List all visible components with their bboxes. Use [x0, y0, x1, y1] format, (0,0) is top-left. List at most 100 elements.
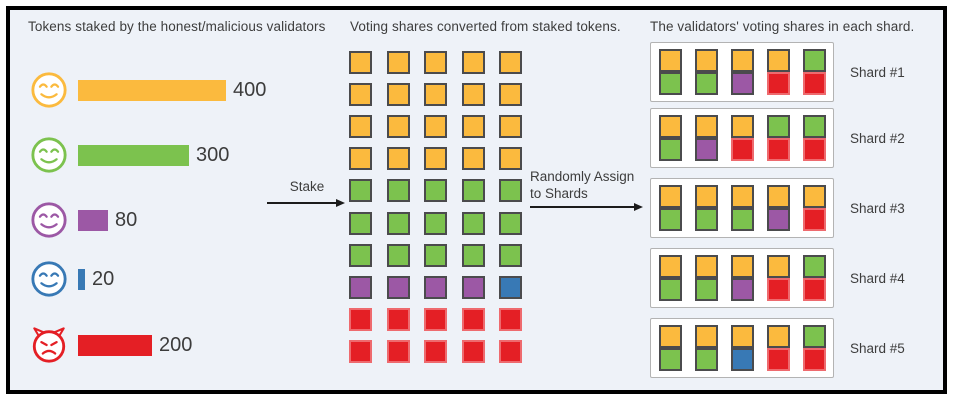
- shard-square-orange: [659, 185, 682, 208]
- shard-square-red: [803, 348, 826, 371]
- voting-share-square-green: [424, 179, 447, 202]
- shard-square-stack: [767, 185, 790, 231]
- voting-share-square-red: [387, 308, 410, 331]
- shard-box: [650, 178, 834, 238]
- voting-share-square-red: [349, 340, 372, 363]
- voting-share-square-green: [349, 212, 372, 235]
- voting-share-square-orange: [499, 51, 522, 74]
- shard-square-stack: [767, 115, 790, 161]
- voting-share-square-green: [424, 212, 447, 235]
- left-panel-title: Tokens staked by the honest/malicious va…: [28, 19, 326, 34]
- shard-square-green: [803, 325, 826, 348]
- shard-square-orange: [731, 325, 754, 348]
- voting-share-square-green: [387, 244, 410, 267]
- smiley-face-icon: [30, 136, 68, 174]
- smiley-face-icon: [30, 71, 68, 109]
- shard-square-orange: [695, 255, 718, 278]
- voting-share-square-orange: [424, 147, 447, 170]
- shard-square-stack: [659, 49, 682, 95]
- shard-label: Shard #1: [850, 64, 905, 80]
- assign-arrow-label-line2: to Shards: [530, 186, 588, 201]
- voting-share-square-orange: [499, 147, 522, 170]
- shard-square-stack: [695, 115, 718, 161]
- voting-share-square-orange: [462, 115, 485, 138]
- voting-share-square-purple: [349, 276, 372, 299]
- voting-share-square-green: [349, 179, 372, 202]
- voting-shares-grid: [349, 51, 549, 371]
- shard-square-stack: [731, 185, 754, 231]
- voting-share-square-orange: [349, 115, 372, 138]
- voting-share-square-orange: [349, 83, 372, 106]
- shard-box: [650, 108, 834, 168]
- shard-square-orange: [767, 255, 790, 278]
- voting-share-square-red: [349, 308, 372, 331]
- shard-square-orange: [659, 115, 682, 138]
- stake-bar: [78, 79, 226, 101]
- shard-square-purple: [767, 208, 790, 231]
- voting-share-square-green: [462, 212, 485, 235]
- voting-share-square-green: [424, 244, 447, 267]
- shard-square-orange: [767, 325, 790, 348]
- shard-square-green: [659, 72, 682, 95]
- shard-square-stack: [767, 325, 790, 371]
- stake-bar: [78, 209, 108, 231]
- shard-square-stack: [803, 115, 826, 161]
- shard-square-purple: [695, 138, 718, 161]
- voting-share-square-purple: [462, 276, 485, 299]
- shard-square-green: [767, 115, 790, 138]
- shard-square-orange: [695, 115, 718, 138]
- shard-square-purple: [731, 72, 754, 95]
- shard-square-red: [803, 138, 826, 161]
- shard-square-stack: [767, 49, 790, 95]
- shard-square-stack: [659, 115, 682, 161]
- shard-square-orange: [659, 255, 682, 278]
- shard-square-orange: [695, 325, 718, 348]
- voting-share-square-red: [462, 308, 485, 331]
- smiley-face-icon: [30, 201, 68, 239]
- shard-square-green: [731, 208, 754, 231]
- shard-square-stack: [659, 185, 682, 231]
- shard-square-stack: [803, 185, 826, 231]
- shard-square-stack: [767, 255, 790, 301]
- assign-arrow-label-line1: Randomly Assign: [530, 169, 635, 184]
- shard-square-green: [695, 72, 718, 95]
- shard-square-red: [803, 208, 826, 231]
- voting-share-square-orange: [424, 115, 447, 138]
- validator-row: 300: [30, 135, 229, 175]
- shard-square-stack: [731, 255, 754, 301]
- shard-square-red: [803, 72, 826, 95]
- voting-share-square-blue: [499, 276, 522, 299]
- shard-square-red: [803, 278, 826, 301]
- shard-square-green: [659, 348, 682, 371]
- smiley-face-icon: [30, 260, 68, 298]
- stake-value: 400: [233, 79, 267, 101]
- assign-arrow-label: Randomly Assign to Shards: [530, 168, 634, 202]
- voting-share-square-green: [349, 244, 372, 267]
- shard-square-orange: [803, 185, 826, 208]
- voting-share-square-orange: [349, 147, 372, 170]
- shard-square-stack: [803, 255, 826, 301]
- shard-square-stack: [695, 49, 718, 95]
- shard-square-green: [695, 348, 718, 371]
- voting-share-square-green: [499, 179, 522, 202]
- assign-arrow-head: [634, 202, 643, 211]
- stake-value: 300: [196, 144, 230, 166]
- right-panel-title: The validators' voting shares in each sh…: [650, 19, 915, 34]
- shard-square-orange: [659, 49, 682, 72]
- voting-share-square-orange: [387, 51, 410, 74]
- shard-square-purple: [731, 278, 754, 301]
- voting-share-square-green: [499, 244, 522, 267]
- shard-square-stack: [695, 255, 718, 301]
- diagram-frame: Tokens staked by the honest/malicious va…: [6, 6, 947, 394]
- stake-value: 20: [92, 268, 115, 290]
- assign-arrow: [530, 206, 635, 208]
- shard-square-stack: [695, 325, 718, 371]
- shard-square-stack: [803, 49, 826, 95]
- shard-square-green: [695, 208, 718, 231]
- voting-share-square-orange: [349, 51, 372, 74]
- voting-share-square-orange: [424, 83, 447, 106]
- shard-square-green: [659, 138, 682, 161]
- middle-panel-title: Voting shares converted from staked toke…: [350, 19, 621, 34]
- stake-bar: [78, 144, 189, 166]
